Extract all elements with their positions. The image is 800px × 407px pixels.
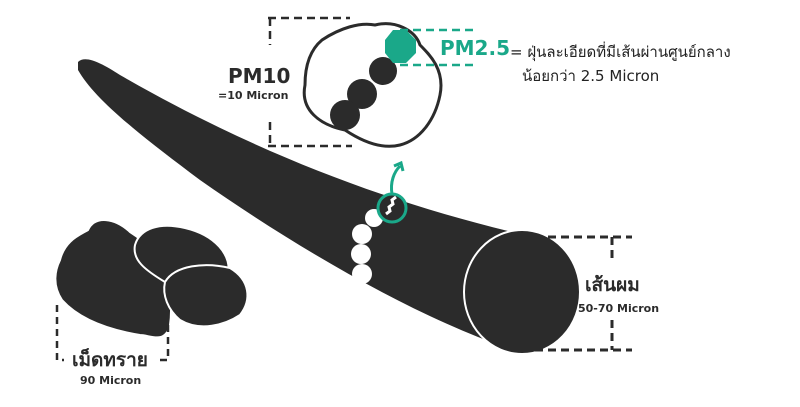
- sand-size: 90 Micron: [80, 374, 142, 387]
- pm25-description-line2: น้อยกว่า 2.5 Micron: [522, 67, 660, 85]
- hair-cross-section: [463, 229, 581, 355]
- zigzag-icon: [385, 195, 397, 216]
- pm10-label: PM10: [228, 64, 291, 88]
- hair-label: เส้นผม: [585, 274, 640, 296]
- sand-dimension-lines: [55, 305, 170, 362]
- pm10-size: =10 Micron: [218, 89, 289, 102]
- pm25-label: PM2.5: [440, 36, 510, 60]
- arrow-up-icon: [390, 160, 405, 195]
- pm10-dimension-lines: [268, 16, 352, 148]
- pm25-description-line1: = ฝุ่นละเอียดที่มีเส้นผ่านศูนย์กลาง: [510, 43, 731, 61]
- sand-label: เม็ดทราย: [72, 349, 148, 371]
- sand-grain: [54, 219, 249, 339]
- pm25-dimension-lines: [400, 28, 478, 67]
- pm25-particle: [385, 30, 416, 63]
- pm-particles-black: [330, 57, 397, 130]
- hair-size: 50-70 Micron: [578, 302, 660, 315]
- hair-strand: [78, 59, 520, 352]
